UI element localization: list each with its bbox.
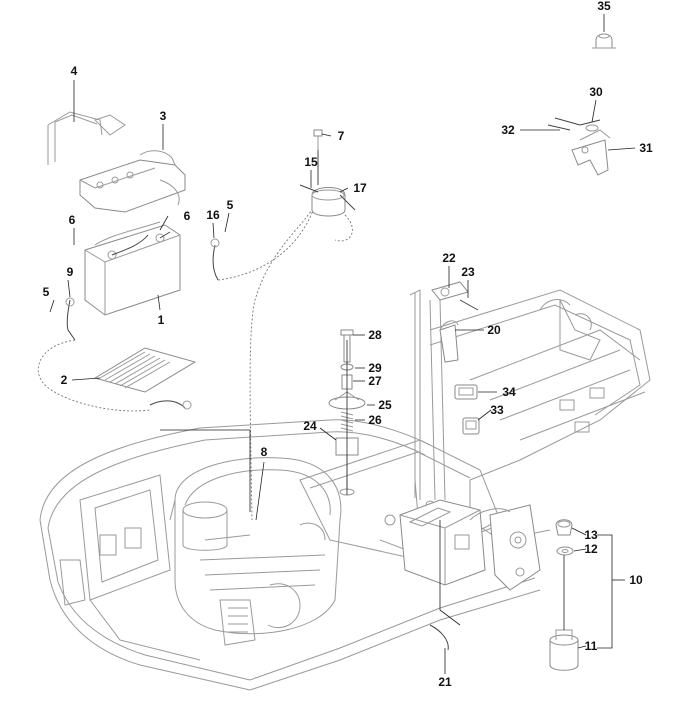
callout-17: 17 bbox=[353, 181, 367, 195]
ground-strap bbox=[149, 400, 186, 409]
callout-4: 4 bbox=[71, 64, 78, 78]
harness-route-d bbox=[334, 214, 353, 242]
engine-block bbox=[169, 457, 342, 646]
fuel-tank bbox=[399, 499, 486, 586]
callout-31: 31 bbox=[639, 141, 653, 155]
battery-mat bbox=[93, 347, 197, 393]
callout-28: 28 bbox=[368, 328, 382, 342]
callout-7: 7 bbox=[338, 129, 345, 143]
callout-12: 12 bbox=[584, 542, 598, 556]
callout-22: 22 bbox=[442, 251, 456, 265]
battery-cover bbox=[79, 150, 186, 213]
washer-12 bbox=[556, 546, 574, 556]
callout-3: 3 bbox=[160, 109, 167, 123]
knob-13 bbox=[555, 519, 573, 536]
callout-10: 10 bbox=[629, 573, 643, 587]
harness-21-plug bbox=[429, 624, 449, 651]
bumper-11 bbox=[549, 629, 579, 671]
callout-35: 35 bbox=[597, 0, 611, 13]
callout-16: 16 bbox=[206, 208, 220, 222]
callout-1: 1 bbox=[158, 313, 165, 327]
callout-8: 8 bbox=[261, 445, 268, 459]
harness-21 bbox=[439, 520, 461, 626]
callout-32: 32 bbox=[501, 123, 515, 137]
fuel-tank-support bbox=[409, 289, 459, 541]
callout-6-left: 6 bbox=[69, 213, 76, 227]
callout-21: 21 bbox=[438, 675, 452, 689]
sensor-31-bracket bbox=[571, 129, 611, 176]
callout-2: 2 bbox=[61, 373, 68, 387]
callout-33: 33 bbox=[490, 403, 504, 417]
callout-29: 29 bbox=[368, 361, 382, 375]
callout-24: 24 bbox=[303, 419, 317, 433]
harness-route-a bbox=[37, 339, 151, 412]
leader-lines bbox=[49, 14, 636, 674]
sensor-32 bbox=[547, 117, 601, 132]
callout-5-left: 5 bbox=[43, 285, 50, 299]
callout-9: 9 bbox=[67, 265, 74, 279]
solenoid bbox=[299, 140, 356, 217]
battery-hold-down-bracket bbox=[47, 111, 126, 165]
callout-6-right: 6 bbox=[184, 209, 191, 223]
callout-26: 26 bbox=[368, 413, 382, 427]
callout-labels: 35 30 32 31 4 3 7 15 17 6 6 16 5 9 5 1 2… bbox=[43, 0, 653, 689]
cap-35 bbox=[592, 33, 616, 49]
callout-11: 11 bbox=[585, 639, 598, 653]
pedal-bracket bbox=[469, 504, 541, 591]
bolt-7 bbox=[313, 129, 323, 150]
callout-5-top: 5 bbox=[227, 198, 234, 212]
negative-cable bbox=[66, 299, 76, 341]
callout-27: 27 bbox=[368, 374, 382, 388]
switch-34 bbox=[454, 384, 478, 400]
switch-33 bbox=[462, 417, 480, 435]
cable-16 bbox=[212, 244, 219, 281]
callout-34: 34 bbox=[502, 385, 516, 399]
filter-cylinder bbox=[182, 501, 251, 551]
switch-22 bbox=[431, 281, 469, 301]
harness-23 bbox=[459, 299, 479, 311]
harness-route-c bbox=[249, 204, 316, 521]
callout-13: 13 bbox=[584, 528, 598, 542]
battery bbox=[84, 221, 181, 316]
callout-25: 25 bbox=[378, 398, 392, 412]
callout-20: 20 bbox=[487, 323, 501, 337]
callout-23: 23 bbox=[461, 265, 475, 279]
callout-30: 30 bbox=[589, 85, 603, 99]
harness-route-b bbox=[217, 204, 316, 281]
callout-15: 15 bbox=[304, 155, 318, 169]
